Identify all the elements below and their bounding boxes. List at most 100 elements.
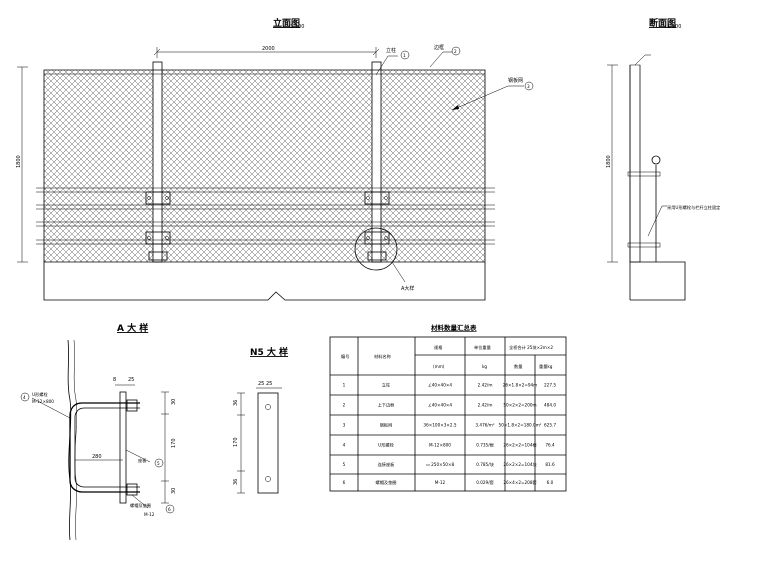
detail-a-title: A 大 样	[117, 322, 148, 334]
cell-no: 5	[343, 462, 346, 467]
cell-name: 连接座板	[378, 461, 396, 468]
post-left	[152, 61, 163, 263]
elevation-view: 立面图 1:100 2000 1800	[16, 17, 534, 301]
detail-a-ref: A大样	[401, 285, 414, 292]
section-railing-cap	[651, 155, 661, 165]
cell-w: 81.6	[545, 462, 555, 467]
detail-a-circle	[354, 227, 398, 271]
hdr-unit-weight: 单位重量	[474, 344, 491, 351]
cell-spec: 36×100×3×2.5	[423, 423, 457, 428]
section-note: 采用U形螺栓与栏杆立柱固定	[667, 204, 720, 211]
cell-no: 6	[343, 480, 346, 485]
cell-uw: 0.029/套	[476, 479, 494, 486]
cell-spec: M-12	[435, 480, 446, 485]
cell-w: 227.5	[544, 383, 556, 388]
cell-qty: 26×1.8×2=94m	[503, 383, 538, 388]
n5-hole-bottom	[265, 476, 271, 482]
detail-a-view: A 大 样 8 25 280 30 170 30 4 U形螺栓 M-12×800	[20, 322, 177, 541]
cell-name: 上下边框	[378, 402, 396, 409]
materials-table: 材料数量汇总表 编号 材料名称 规格 (mm) 单位重量 kg 全桥合计 25块…	[329, 323, 567, 492]
callout-nut: 螺帽及垫圈 6 M-12	[130, 494, 175, 517]
svg-text:M-12: M-12	[144, 512, 155, 517]
cell-no: 3	[343, 423, 346, 428]
section-base	[630, 261, 686, 301]
u-bolt	[69, 402, 140, 493]
hdr-no: 编号	[341, 353, 349, 360]
table-row: 1 立柱 ∠40×40×4 2.42/m 26×1.8×2=94m 227.5	[343, 382, 557, 389]
cell-spec: ∠40×40×4	[428, 383, 452, 388]
section-dim-label: 1800	[606, 155, 612, 168]
cell-uw: 3.476/m²	[475, 423, 494, 428]
hdr-total: 全桥合计 25块×2m×2	[509, 344, 553, 351]
callout-frame: 边框 2	[429, 44, 461, 68]
hdr-uw-unit: kg	[482, 364, 487, 369]
svg-text:8: 8	[113, 377, 116, 383]
svg-text:25 25: 25 25	[258, 381, 272, 387]
cell-qty: 26×2×2=104根	[503, 442, 537, 449]
svg-text:5: 5	[157, 461, 160, 466]
svg-text:280: 280	[92, 454, 102, 460]
hdr-weight: 重量kg	[539, 363, 553, 370]
svg-text:2: 2	[454, 49, 457, 54]
svg-text:螺帽及垫圈: 螺帽及垫圈	[130, 502, 151, 509]
section-title: 断面图	[649, 17, 676, 29]
cell-qty: 50×2×2=200m	[503, 403, 536, 408]
svg-text:3: 3	[527, 84, 530, 89]
cell-spec: M-12×800	[429, 443, 451, 448]
svg-text:边框: 边框	[434, 44, 444, 51]
svg-text:M-12×800: M-12×800	[32, 399, 54, 404]
svg-text:6: 6	[168, 507, 171, 512]
cell-w: 76.4	[545, 443, 555, 448]
cell-uw: 2.42/m	[478, 403, 493, 408]
svg-text:30: 30	[171, 399, 177, 405]
hdr-spec: 规格	[434, 344, 443, 351]
cell-w: 484.0	[544, 403, 556, 408]
svg-text:170: 170	[171, 438, 177, 448]
post-right	[371, 61, 382, 263]
cell-no: 4	[343, 443, 346, 448]
cell-qty: 50×1.8×2=180.0m²	[499, 423, 542, 428]
cell-uw: 2.42/m	[478, 383, 493, 388]
section-mesh	[629, 64, 641, 263]
callout-mesh: 钢板网 3	[451, 77, 534, 111]
svg-text:25: 25	[128, 377, 134, 383]
cell-no: 1	[343, 383, 346, 388]
svg-text:U形螺栓: U形螺栓	[32, 391, 48, 398]
svg-text:钢板网: 钢板网	[508, 77, 523, 84]
cell-spec: ∠40×40×4	[428, 403, 452, 408]
section-scale: 1:100	[667, 24, 681, 30]
table-row: 3 钢板网 36×100×3×2.5 3.476/m² 50×1.8×2=180.0m²…	[343, 422, 557, 429]
cell-w: 6.0	[547, 480, 554, 485]
svg-text:1: 1	[403, 53, 406, 58]
height-dimension: 1800	[16, 66, 28, 263]
svg-text:36: 36	[233, 400, 239, 406]
n5-plate	[257, 392, 279, 494]
width-dim-label: 2000	[262, 46, 275, 52]
detail-n5-view: N5 大 样 25 25 36 170 36	[233, 346, 288, 494]
callout-post: 立柱 1	[375, 47, 410, 76]
cell-spec: ▭ 250×50×8	[426, 462, 455, 467]
frame-outline	[43, 69, 486, 301]
nut-top	[126, 399, 138, 412]
elevation-title: 立面图	[273, 17, 300, 29]
cell-uw: 0.735/根	[476, 442, 494, 449]
svg-text:36: 36	[233, 479, 239, 485]
svg-text:170: 170	[233, 437, 239, 447]
post-brackets	[145, 191, 390, 261]
cell-qty: 26×4×2=208套	[503, 479, 537, 486]
hdr-qty: 数量	[514, 363, 522, 370]
callout-u-bolt: 4 U形螺栓 M-12×800	[20, 391, 71, 419]
cell-name: 钢板网	[380, 422, 393, 429]
svg-text:30: 30	[171, 488, 177, 494]
n5-hole-top	[265, 404, 271, 410]
callout-seat-plate: 座板 5	[125, 449, 164, 468]
horizontal-rails	[36, 187, 495, 245]
cell-name: 立柱	[382, 382, 391, 389]
nut-bottom	[126, 483, 138, 496]
cell-w: 625.7	[544, 423, 556, 428]
